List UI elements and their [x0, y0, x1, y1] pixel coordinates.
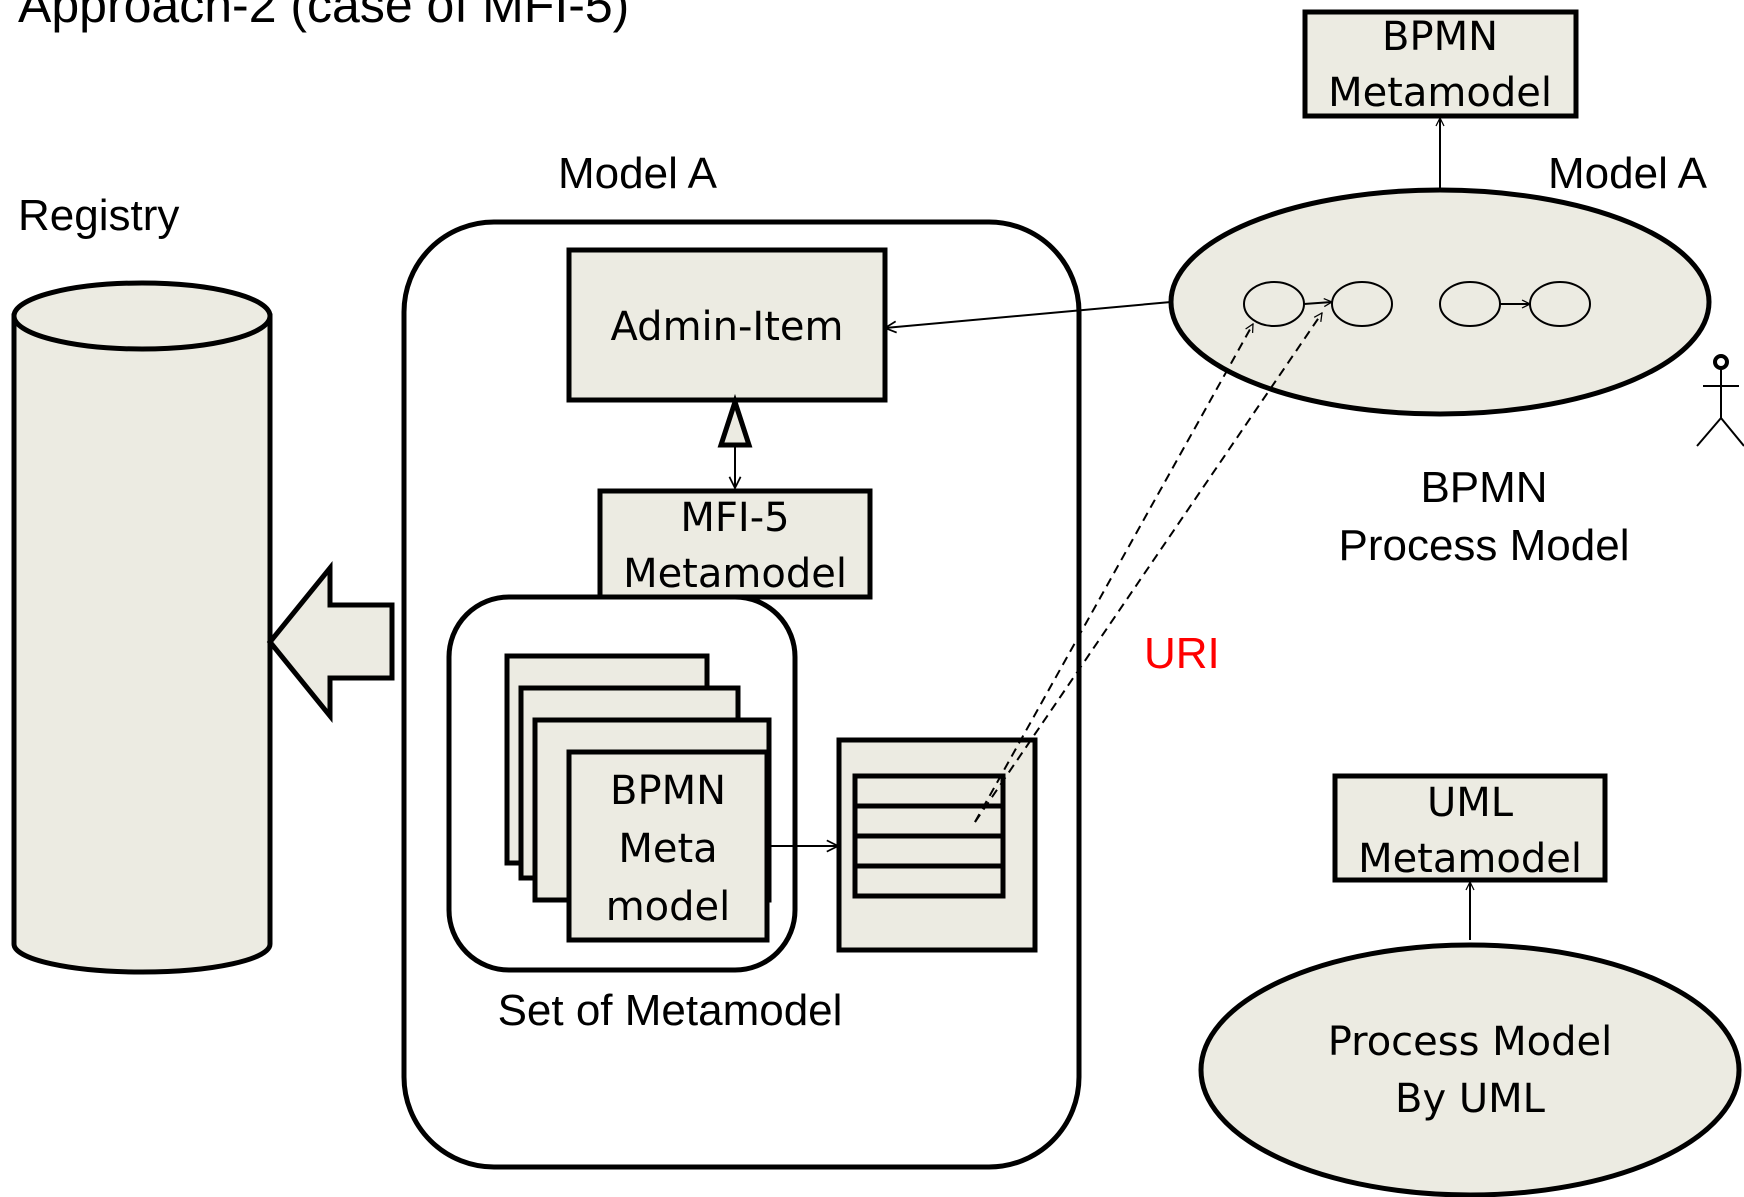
process-nodes: [1243, 281, 1591, 327]
bpmn-process-model-line2: Process Model: [1338, 521, 1629, 570]
process-model-by-uml-line2: By UML: [1395, 1076, 1546, 1122]
mfi5-metamodel-box: [597, 488, 873, 600]
admin-item-label: Admin-Item: [611, 304, 844, 350]
uri-label: URI: [1144, 629, 1220, 678]
uri-links: [974, 313, 1323, 823]
bpmn-process-model-line1: BPMN: [1420, 463, 1547, 512]
bpmn-meta-model-line2: Meta: [618, 826, 717, 872]
mfi5-line1: MFI-5: [680, 495, 789, 541]
admin-item-box: [566, 247, 888, 403]
uml-metamodel-box: [1332, 773, 1608, 883]
bpmn-metamodel-top-line1: BPMN: [1382, 14, 1498, 60]
registry-label: Registry: [18, 191, 179, 240]
register-arrow: [266, 560, 395, 724]
generalization-connector: [717, 393, 753, 488]
process-model-by-uml-line1: Process Model: [1328, 1019, 1613, 1065]
mfi5-line2: Metamodel: [623, 551, 847, 597]
registry-cylinder: [11, 280, 273, 975]
model-a-center-label: Model A: [558, 149, 718, 198]
bpmn-meta-model-line3: model: [606, 884, 731, 930]
model-a-right-label: Model A: [1548, 149, 1708, 198]
set-of-metamodel-label: Set of Metamodel: [498, 986, 843, 1035]
diagram-title: Approach-2 (case of MFI-5): [18, 0, 629, 33]
bpmn-meta-model-line1: BPMN: [610, 768, 726, 814]
metamodel-table-document: [836, 737, 1038, 953]
process-model-by-uml-ellipse: [1198, 942, 1742, 1197]
process-to-admin-item-arrow: [885, 301, 1172, 328]
user-icon: [1696, 354, 1744, 447]
metamodel-card-stack: [504, 653, 772, 943]
bpmn-metamodel-top-line2: Metamodel: [1328, 70, 1552, 116]
uml-metamodel-line2: Metamodel: [1358, 836, 1582, 882]
uml-metamodel-line1: UML: [1427, 780, 1514, 826]
bpmn-metamodel-top-box: [1302, 9, 1579, 119]
